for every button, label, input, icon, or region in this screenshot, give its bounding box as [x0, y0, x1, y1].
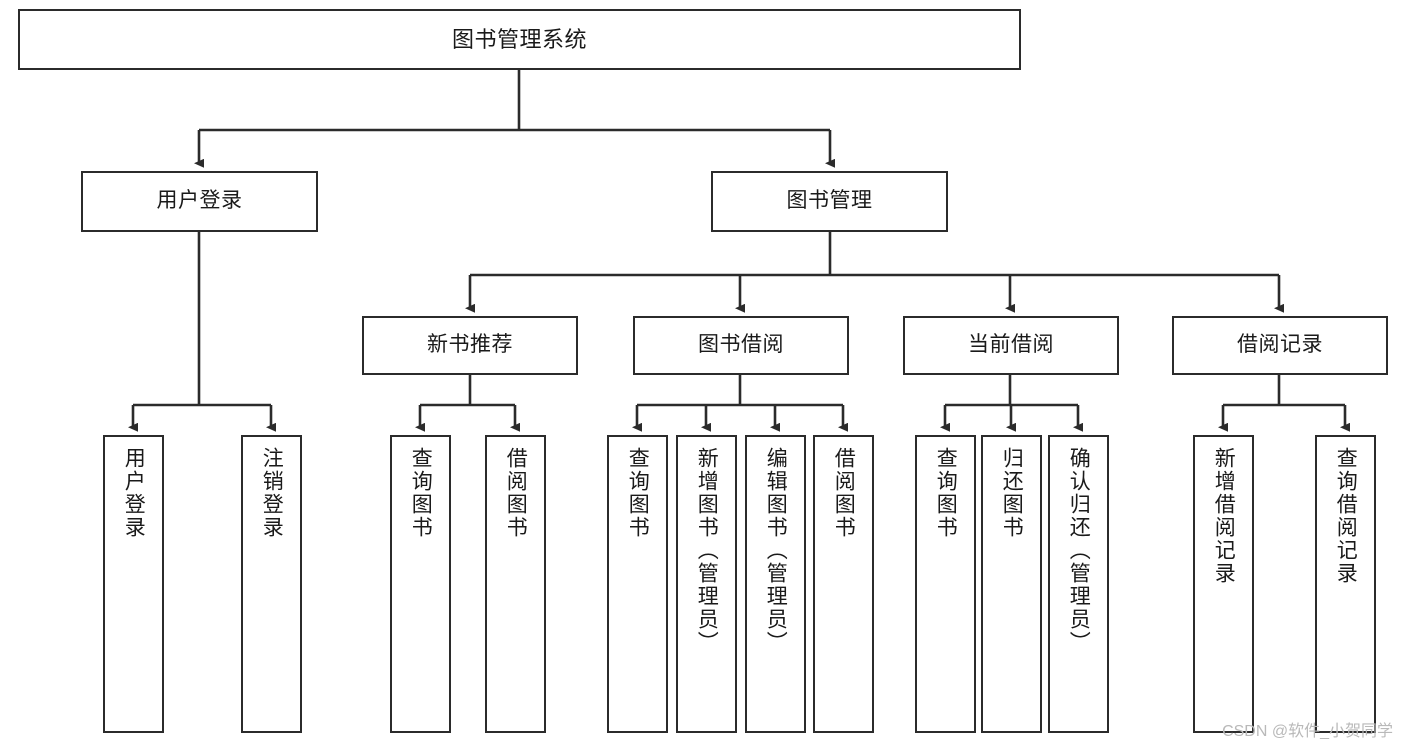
node-label: 借阅图书	[832, 447, 856, 539]
node-label: 新增借阅记录	[1212, 447, 1236, 585]
node-label: 借阅图书	[504, 447, 528, 539]
node-label: 图书管理系统	[451, 26, 587, 52]
node-new-book-recommend[interactable]: 新书推荐	[362, 316, 578, 375]
node-label: 用户登录	[122, 447, 146, 539]
node-label: 查询借阅记录	[1334, 447, 1358, 585]
node-leaf-borrow-book-recommend[interactable]: 借阅图书	[485, 435, 546, 733]
node-label: 查询图书	[934, 447, 958, 539]
node-label: 编辑图书（管理员）	[764, 447, 788, 654]
node-label: 注销登录	[260, 447, 284, 539]
node-leaf-add-borrow-record[interactable]: 新增借阅记录	[1193, 435, 1254, 733]
node-label: 图书管理	[786, 189, 873, 213]
node-label: 用户登录	[156, 189, 243, 213]
node-root[interactable]: 图书管理系统	[18, 9, 1021, 70]
node-leaf-borrow-book[interactable]: 借阅图书	[813, 435, 874, 733]
node-leaf-logout[interactable]: 注销登录	[241, 435, 302, 733]
node-leaf-query-borrow-record[interactable]: 查询借阅记录	[1315, 435, 1376, 733]
csdn-watermark: CSDN @软件_小贺同学	[1222, 723, 1393, 740]
node-book-manage[interactable]: 图书管理	[711, 171, 948, 232]
node-label: 查询图书	[409, 447, 433, 539]
node-label: 归还图书	[1000, 447, 1024, 539]
node-label: 图书借阅	[698, 333, 784, 357]
node-borrow-record[interactable]: 借阅记录	[1172, 316, 1388, 375]
node-leaf-query-book-current[interactable]: 查询图书	[915, 435, 976, 733]
node-leaf-add-book[interactable]: 新增图书（管理员）	[676, 435, 737, 733]
node-book-borrow[interactable]: 图书借阅	[633, 316, 849, 375]
node-leaf-confirm-return[interactable]: 确认归还（管理员）	[1048, 435, 1109, 733]
node-leaf-query-book-recommend[interactable]: 查询图书	[390, 435, 451, 733]
node-leaf-return-book[interactable]: 归还图书	[981, 435, 1042, 733]
node-label: 当前借阅	[968, 333, 1054, 357]
node-label: 确认归还（管理员）	[1067, 447, 1091, 654]
node-label: 借阅记录	[1237, 333, 1323, 357]
node-leaf-user-login[interactable]: 用户登录	[103, 435, 164, 733]
node-label: 新书推荐	[427, 333, 513, 357]
node-current-borrow[interactable]: 当前借阅	[903, 316, 1119, 375]
node-label: 查询图书	[626, 447, 650, 539]
node-leaf-edit-book[interactable]: 编辑图书（管理员）	[745, 435, 806, 733]
node-user-login[interactable]: 用户登录	[81, 171, 318, 232]
node-leaf-query-book-borrow[interactable]: 查询图书	[607, 435, 668, 733]
node-label: 新增图书（管理员）	[695, 447, 719, 654]
